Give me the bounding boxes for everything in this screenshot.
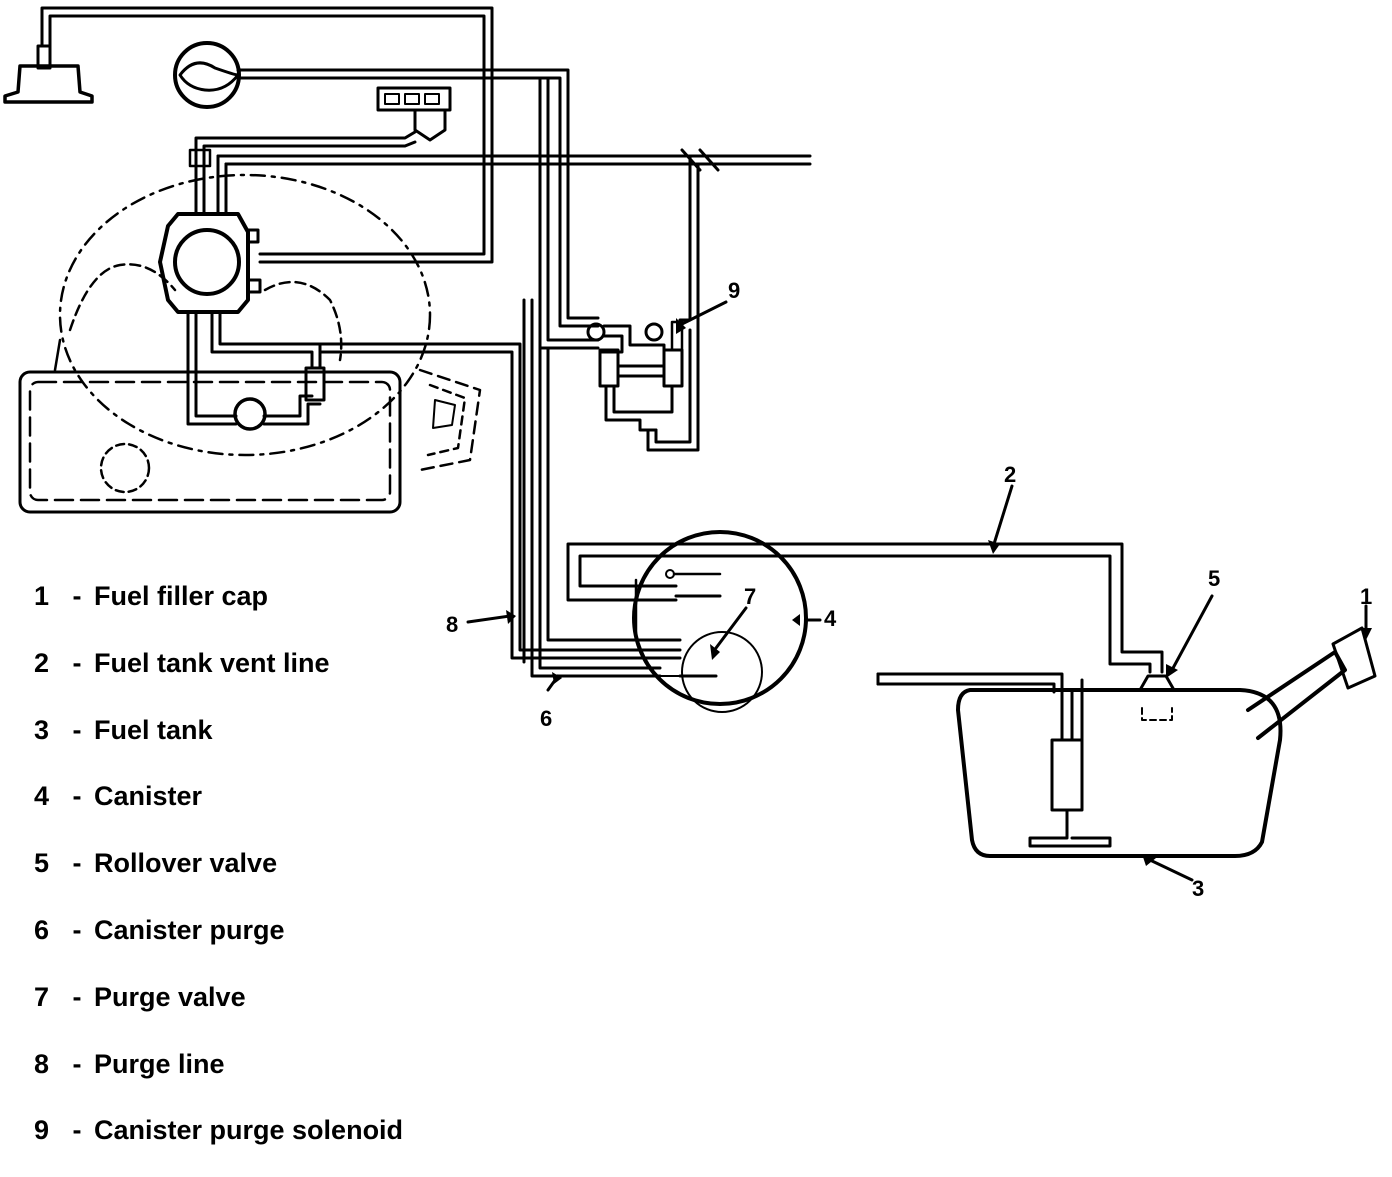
legend-label: Fuel tank vent line <box>94 647 330 678</box>
legend-number: 1 <box>34 581 50 611</box>
callout-1: 1 <box>1360 584 1372 609</box>
legend-separator: - <box>72 981 82 1012</box>
legend-separator: - <box>72 1048 82 1079</box>
legend-item: 6-Canister purge <box>34 910 403 977</box>
canister <box>632 530 808 713</box>
callout-7: 7 <box>744 584 756 609</box>
legend-number: 7 <box>34 981 50 1012</box>
legend-label: Fuel filler cap <box>94 581 269 611</box>
legend-separator: - <box>72 848 82 879</box>
fuel-tank-vent-line <box>566 542 1164 674</box>
legend-number: 8 <box>34 1048 50 1079</box>
callout-4: 4 <box>824 606 837 631</box>
legend-item: 2-Fuel tank vent line <box>34 643 403 710</box>
legend-number: 2 <box>34 647 50 678</box>
legend-number: 3 <box>34 714 50 745</box>
callout-leaders <box>466 300 1368 882</box>
callout-6: 6 <box>540 706 552 731</box>
legend-separator: - <box>72 781 82 812</box>
legend-item: 5-Rollover valve <box>34 843 403 910</box>
legend-number: 4 <box>34 781 50 812</box>
lower-hoses <box>186 298 682 678</box>
legend-item: 7-Purge valve <box>34 977 403 1044</box>
throttle-body <box>158 212 262 314</box>
callout-8: 8 <box>446 612 458 637</box>
legend-item: 1-Fuel filler cap <box>34 576 403 643</box>
callout-9: 9 <box>728 278 740 303</box>
callout-5: 5 <box>1208 566 1220 591</box>
legend-label: Purge line <box>94 1048 225 1079</box>
legend-label: Purge valve <box>94 981 246 1012</box>
legend-number: 5 <box>34 848 50 879</box>
legend-label: Fuel tank <box>94 714 213 745</box>
vacuum-motor <box>173 41 241 109</box>
legend-separator: - <box>72 714 82 745</box>
vacuum-valve-cluster <box>376 86 452 142</box>
legend-separator: - <box>72 914 82 945</box>
legend-item: 3-Fuel tank <box>34 710 403 777</box>
component-legend: 1-Fuel filler cap 2-Fuel tank vent line … <box>34 576 403 1177</box>
legend-label: Canister purge solenoid <box>94 1115 404 1146</box>
callout-numbers: 1 2 3 4 5 6 7 8 9 <box>446 278 1372 901</box>
legend-item: 8-Purge line <box>34 1044 403 1111</box>
legend-label: Canister <box>94 781 203 812</box>
callout-arrowheads <box>506 318 1372 866</box>
canister-purge-solenoid <box>586 320 684 432</box>
air-cleaner <box>3 44 94 104</box>
legend-separator: - <box>72 647 82 678</box>
callout-3: 3 <box>1192 876 1204 901</box>
vacuum-hoses <box>40 6 812 452</box>
engine-outline <box>18 173 482 514</box>
legend-label: Rollover valve <box>94 848 278 879</box>
legend-separator: - <box>72 1115 82 1146</box>
callout-2: 2 <box>1004 462 1016 487</box>
legend-item: 4-Canister <box>34 776 403 843</box>
legend-number: 9 <box>34 1115 50 1146</box>
legend-item: 9-Canister purge solenoid <box>34 1110 403 1177</box>
fuel-tank <box>876 626 1377 858</box>
legend-separator: - <box>72 581 82 611</box>
legend-number: 6 <box>34 914 50 945</box>
evap-system-diagram: 1 2 3 4 5 6 7 8 9 <box>3 6 1377 901</box>
legend-label: Canister purge <box>94 914 285 945</box>
